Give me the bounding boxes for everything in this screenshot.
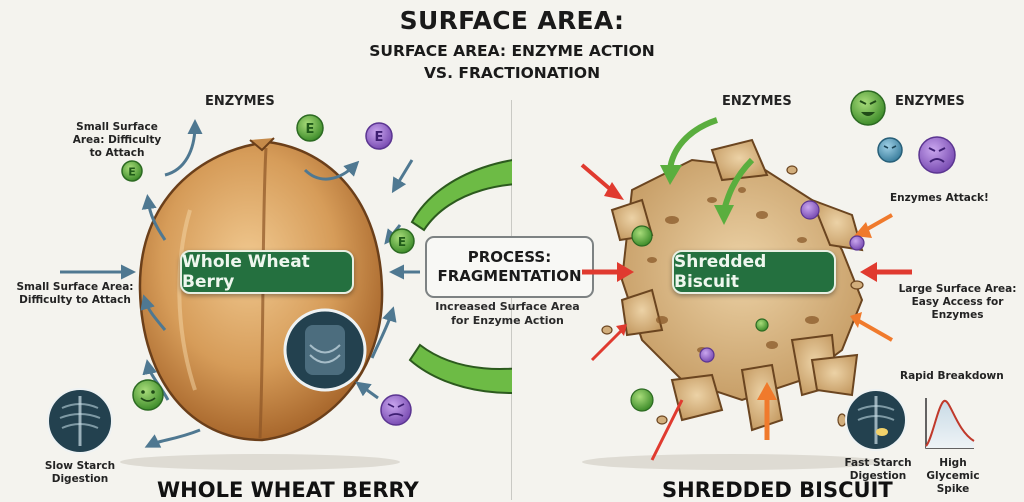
process-description: Increased Surface Area for Enzyme Action bbox=[435, 300, 580, 327]
page-title: SURFACE AREA: bbox=[399, 6, 625, 35]
angry-enzyme-icon bbox=[380, 394, 412, 426]
svg-text:E: E bbox=[398, 235, 406, 249]
green-enzyme-icon bbox=[850, 90, 886, 126]
green-attack-arrows bbox=[660, 117, 755, 225]
enzymes-label-right-1: ENZYMES bbox=[722, 94, 792, 109]
glycemic-spike-chart-icon bbox=[925, 398, 975, 449]
purple-enzyme-icon: E bbox=[365, 122, 393, 150]
subtitle-line-2: VS. FRACTIONATION bbox=[423, 64, 601, 82]
fast-digestion-label: Fast Starch Digestion bbox=[844, 457, 912, 482]
green-enzyme-icon bbox=[631, 225, 653, 247]
purple-enzyme-icon bbox=[699, 347, 715, 363]
green-enzyme-icon bbox=[755, 318, 769, 332]
xray-abdomen-icon bbox=[283, 308, 367, 392]
xray-chest-icon bbox=[845, 389, 907, 451]
green-enzyme-icon bbox=[630, 388, 654, 412]
xray-chest-icon bbox=[47, 388, 113, 454]
green-enzyme-icon: E bbox=[121, 160, 143, 182]
blue-arrows bbox=[60, 119, 420, 448]
note-small-surface-mid: Small Surface Area: Difficulty to Attach bbox=[16, 281, 134, 306]
high-glycemic-spike-label: High Glycemic Spike bbox=[926, 457, 980, 495]
green-process-arrow-bottom bbox=[408, 343, 512, 394]
green-enzyme-icon: E bbox=[389, 228, 415, 254]
svg-text:E: E bbox=[128, 166, 136, 179]
purple-enzyme-icon bbox=[918, 136, 956, 174]
center-divider bbox=[511, 100, 512, 500]
purple-enzyme-icon bbox=[800, 200, 820, 220]
green-enzyme-icon: E bbox=[296, 114, 324, 142]
purple-enzyme-icon bbox=[849, 235, 865, 251]
whole-wheat-berry-label: Whole Wheat Berry bbox=[180, 250, 354, 294]
page-subtitle: SURFACE AREA: ENZYME ACTION VS. FRACTION… bbox=[0, 40, 1024, 84]
enzymes-label-left: ENZYMES bbox=[205, 94, 275, 109]
slow-digestion-label: Slow Starch Digestion bbox=[44, 460, 116, 485]
shredded-biscuit-title: SHREDDED BISCUIT bbox=[662, 478, 893, 502]
note-large-surface: Large Surface Area: Easy Access for Enzy… bbox=[898, 283, 1017, 321]
orange-arrows bbox=[757, 213, 893, 440]
red-arrows bbox=[580, 163, 912, 461]
enzymes-label-right-2: ENZYMES bbox=[895, 94, 965, 109]
enzymes-attack-label: Enzymes Attack! bbox=[890, 192, 989, 204]
teal-enzyme-icon bbox=[877, 137, 903, 163]
note-small-surface-top: Small Surface Area: Difficulty to Attach bbox=[72, 121, 162, 159]
whole-wheat-berry-title: WHOLE WHEAT BERRY bbox=[157, 478, 419, 502]
rapid-breakdown-label: Rapid Breakdown bbox=[900, 370, 1004, 382]
svg-text:E: E bbox=[306, 122, 315, 137]
green-process-arrow-top bbox=[410, 159, 512, 232]
subtitle-line-1: SURFACE AREA: ENZYME ACTION bbox=[369, 42, 655, 60]
process-fragmentation-box: PROCESS: FRAGMENTATION bbox=[425, 236, 594, 298]
shredded-biscuit-label: Shredded Biscuit bbox=[672, 250, 836, 294]
smiling-enzyme-icon bbox=[132, 379, 164, 411]
svg-text:E: E bbox=[375, 130, 384, 145]
